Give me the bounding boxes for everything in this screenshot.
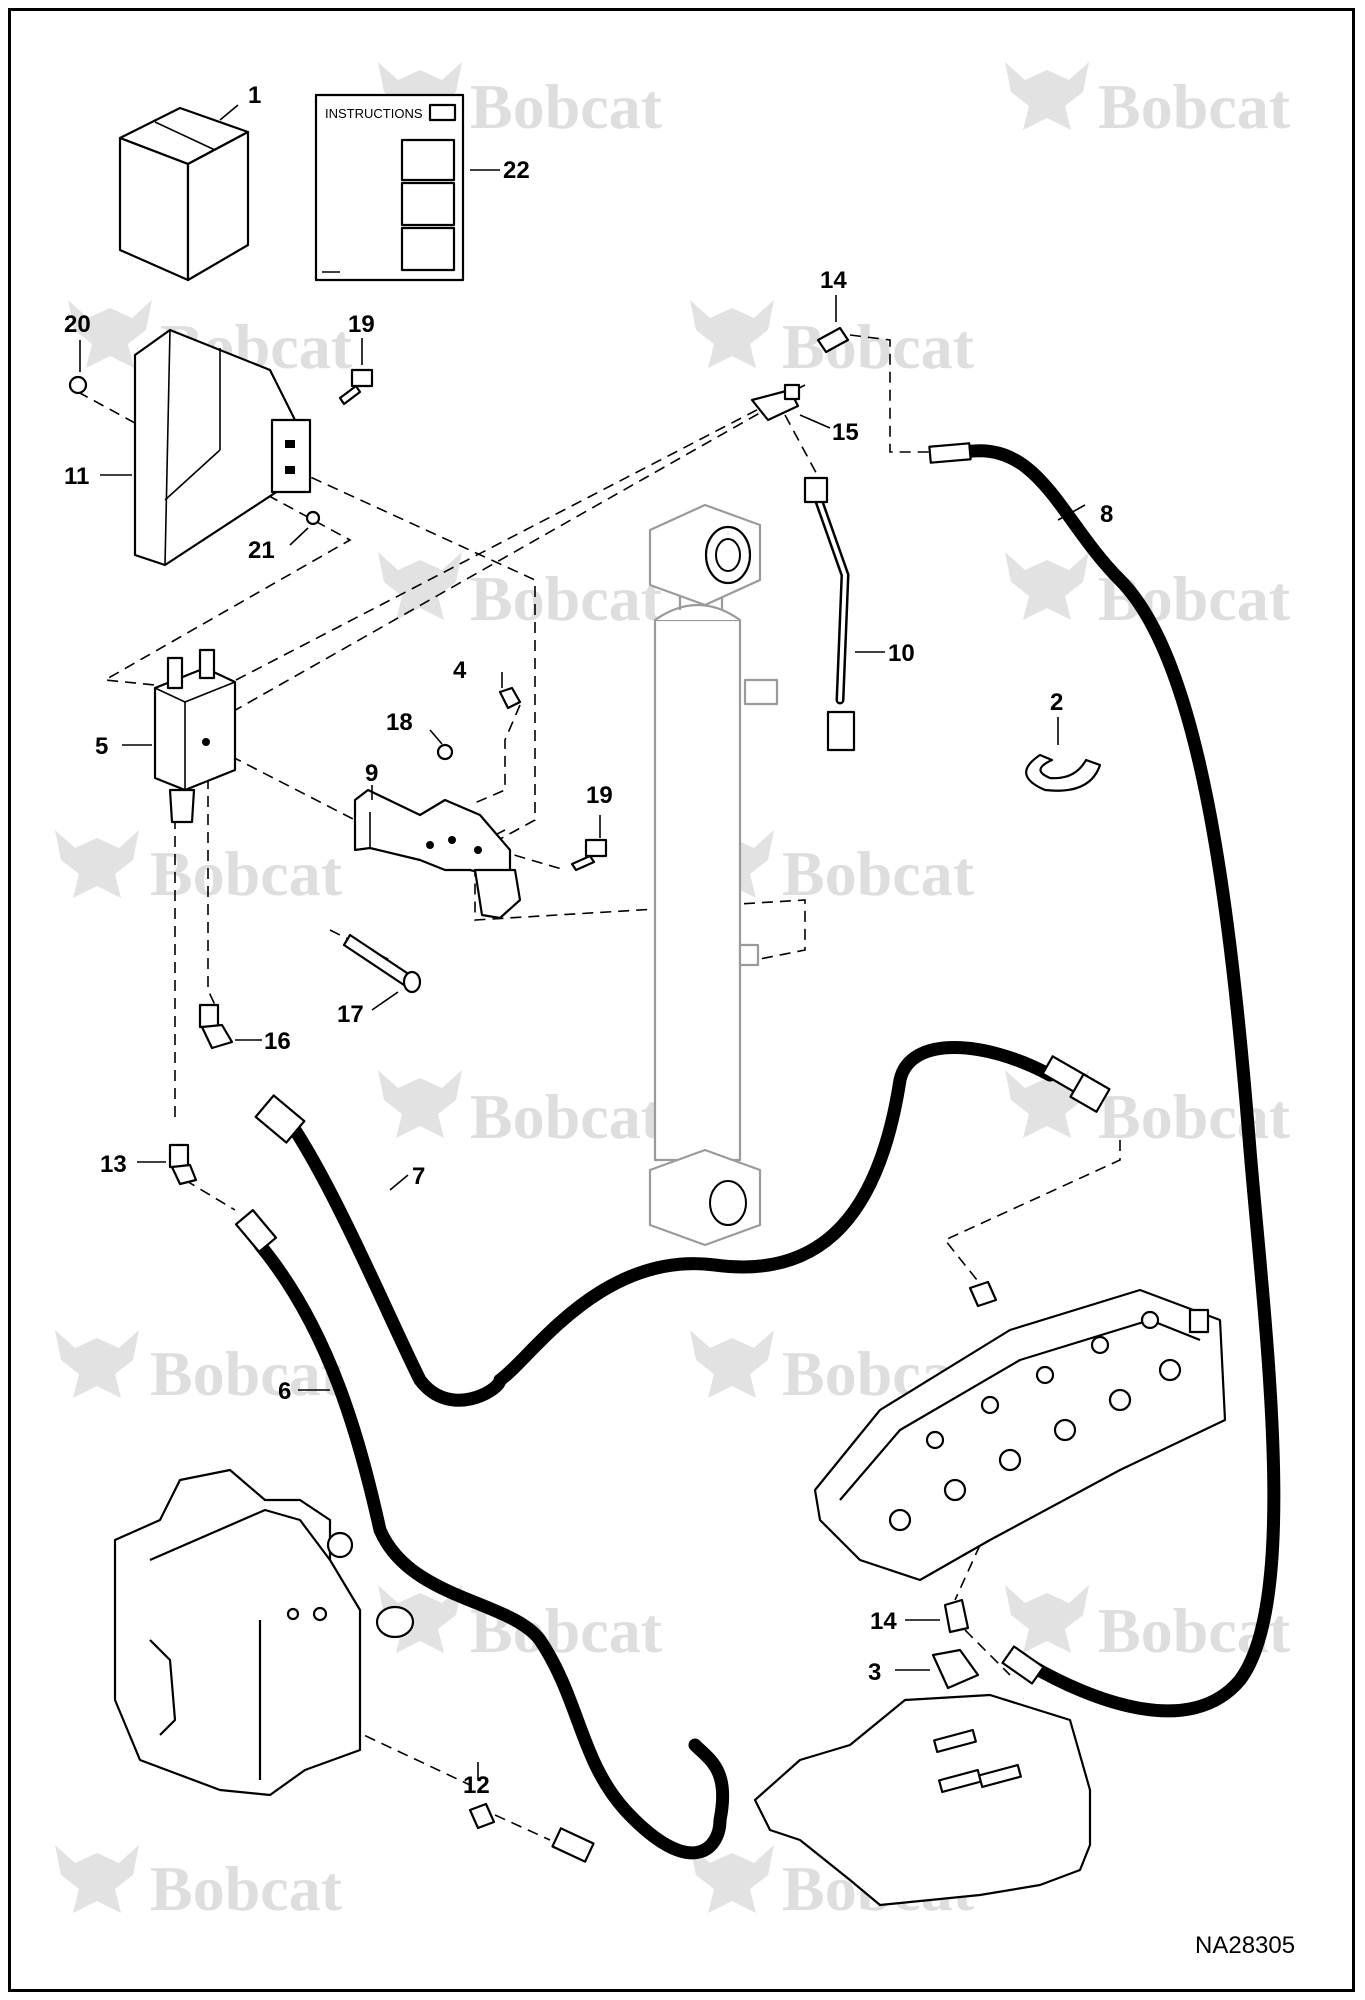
watermark-logo: Bobcat	[1005, 1070, 1291, 1152]
callout-21: 21	[248, 537, 275, 564]
watermark-logo: Bobcat	[55, 1330, 343, 1409]
bolt-icon	[338, 368, 374, 406]
watermark-text: Bobcat	[150, 1853, 343, 1924]
callout-7: 7	[412, 1163, 425, 1190]
instructions-sheet: INSTRUCTIONS	[314, 93, 465, 282]
steel-tube	[803, 476, 856, 752]
watermark-text: Bobcat	[1098, 1081, 1291, 1152]
hose-8	[958, 444, 1281, 1718]
watermark-logo: Bobcat	[1005, 62, 1291, 142]
watermark-logo: Bobcat	[690, 830, 975, 909]
callout-14: 14	[870, 1608, 897, 1635]
elbow-fitting-icon	[943, 1598, 970, 1634]
callout-3: 3	[868, 1659, 881, 1686]
elbow-fitting-icon	[816, 326, 850, 354]
callout-15: 15	[832, 419, 859, 446]
part-box	[118, 106, 250, 282]
watermark-logo: Bobcat	[378, 552, 663, 634]
screw-icon	[436, 743, 454, 761]
callout-9: 9	[365, 760, 378, 787]
adapter-fitting-icon	[468, 1802, 496, 1830]
pump-housing	[113, 1468, 415, 1797]
callout-6: 6	[278, 1378, 291, 1405]
callout-19: 19	[348, 311, 375, 338]
callout-20: 20	[64, 311, 91, 338]
control-valve	[813, 1288, 1227, 1582]
watermark-text: Bobcat	[150, 838, 343, 909]
watermark-text: Bobcat	[1098, 71, 1291, 142]
callout-18: 18	[386, 709, 413, 736]
watermark-text: Bobcat	[1098, 563, 1291, 634]
tee-fitting-icon	[750, 383, 801, 422]
bolt-icon	[570, 838, 608, 872]
callout-19: 19	[586, 782, 613, 809]
elbow-fitting-icon	[168, 1143, 198, 1186]
callout-11: 11	[64, 463, 89, 490]
watermark-logo: Bobcat	[55, 1845, 343, 1924]
hose-7	[288, 1041, 1057, 1407]
callout-8: 8	[1100, 501, 1113, 528]
callout-2: 2	[1050, 689, 1063, 716]
hose-6	[253, 1238, 730, 1860]
valve-block	[153, 648, 237, 824]
callout-labels: 1 22 20 19 11 21 14 15 8 10 4 5 18 9 2 1…	[64, 82, 1113, 1799]
callout-16: 16	[264, 1028, 291, 1055]
watermark-text: Bobcat	[150, 1338, 343, 1409]
floor-cover	[753, 1693, 1092, 1907]
washer-icon	[68, 375, 88, 395]
callout-17: 17	[337, 1001, 364, 1028]
watermark-logo: Bobcat	[690, 300, 975, 382]
callout-leaders	[79, 104, 1086, 1780]
nut-icon	[498, 686, 522, 710]
callout-14: 14	[820, 267, 847, 294]
elbow-fitting-icon	[198, 1003, 234, 1050]
hose-clamp-icon	[1025, 753, 1102, 792]
callout-5: 5	[95, 733, 108, 760]
tag-icon	[931, 1648, 980, 1690]
callout-4: 4	[453, 657, 467, 684]
instructions-heading: INSTRUCTIONS	[325, 106, 423, 121]
pin-icon	[342, 933, 422, 994]
callout-1: 1	[248, 82, 261, 109]
watermark-text: Bobcat	[782, 838, 975, 909]
watermark-text: Bobcat	[470, 563, 663, 634]
watermark-text: Bobcat	[470, 71, 663, 142]
adapter-fitting-icon	[968, 1280, 998, 1308]
callout-13: 13	[100, 1151, 127, 1178]
watermark-logo: Bobcat	[378, 1070, 663, 1152]
washer-icon	[305, 510, 321, 526]
mounting-bracket	[353, 788, 522, 920]
watermark-text: Bobcat	[470, 1081, 663, 1152]
watermark-text: Bobcat	[782, 311, 975, 382]
callout-22: 22	[503, 157, 530, 184]
drawing-number: NA28305	[1195, 1932, 1295, 1959]
callout-10: 10	[888, 640, 915, 667]
watermark-logo: Bobcat	[55, 830, 343, 909]
guard-plate	[133, 328, 312, 567]
hydraulic-cylinder	[648, 503, 779, 1247]
callout-12: 12	[463, 1772, 490, 1799]
